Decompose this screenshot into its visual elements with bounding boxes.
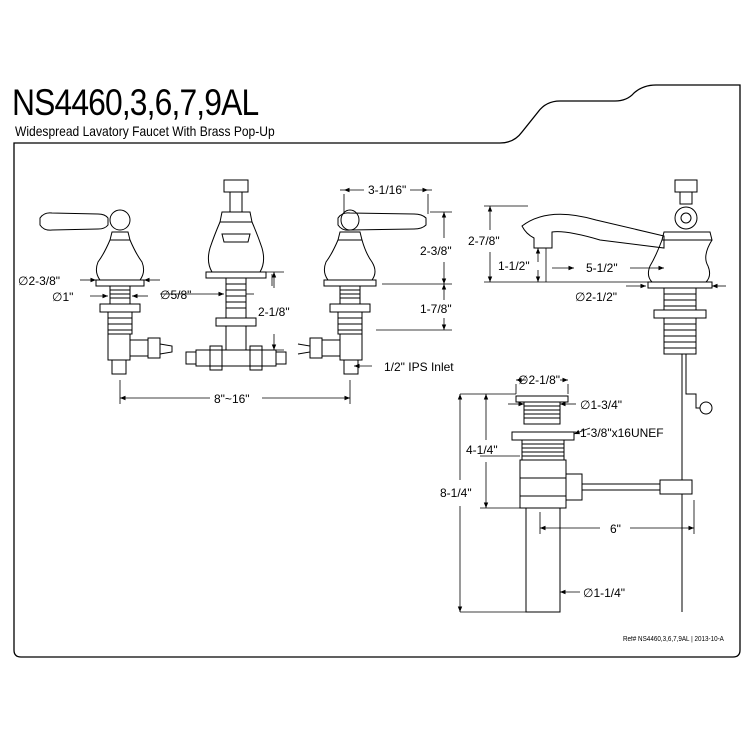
dim-drain-flange: ∅2-1/8" [518,373,560,387]
dim-spout-base: ∅2-1/2" [575,290,617,304]
dim-inlet: 1/2" IPS Inlet [384,360,454,374]
model-number: NS4460,3,6,7,9AL [12,82,259,123]
dim-drain-thread: 1-3/8"x16UNEF [580,426,664,440]
dim-handle-stem: ∅1" [52,290,73,304]
center-spout-valve [185,179,287,371]
dimension-lines [80,187,726,613]
dim-drain-rod: 6" [610,522,621,536]
right-handle-valve [297,209,427,375]
dim-spout-clearance: 1-1/2" [498,259,530,273]
dim-handle-spread: ∅2-3/8" [18,274,60,288]
side-spout-view [521,179,713,420]
faucet-drawing [39,179,713,613]
dim-handle-height: 2-3/8" [420,244,452,258]
sheet-frame [13,84,741,658]
dim-spout-reach: 5-1/2" [586,261,618,275]
dim-drain-upper: 4-1/4" [466,443,498,457]
dim-spout-height: 2-7/8" [468,234,500,248]
product-description: Widespread Lavatory Faucet With Brass Po… [15,123,275,139]
dim-spout-shank: 2-1/8" [258,305,290,319]
reference-number: Ref# NS4460,3,6,7,9AL | 2013-10-A [623,636,724,643]
dim-spout-stem: ∅5/8" [160,288,191,302]
dim-handle-shank: 1-7/8" [420,302,452,316]
left-handle-valve [39,209,173,375]
dim-drain-body: ∅1-3/4" [580,398,622,412]
dim-handle-width: 3-1/16" [368,183,406,197]
dim-drain-tail: ∅1-1/4" [583,586,625,600]
dim-center-spread: 8"~16" [214,392,250,406]
pop-up-drain [511,395,693,613]
dimension-labels: ∅2-3/8" ∅1" ∅5/8" 2-1/8" 3-1/16" 2-3/8" … [18,183,664,600]
dim-drain-total: 8-1/4" [440,486,472,500]
